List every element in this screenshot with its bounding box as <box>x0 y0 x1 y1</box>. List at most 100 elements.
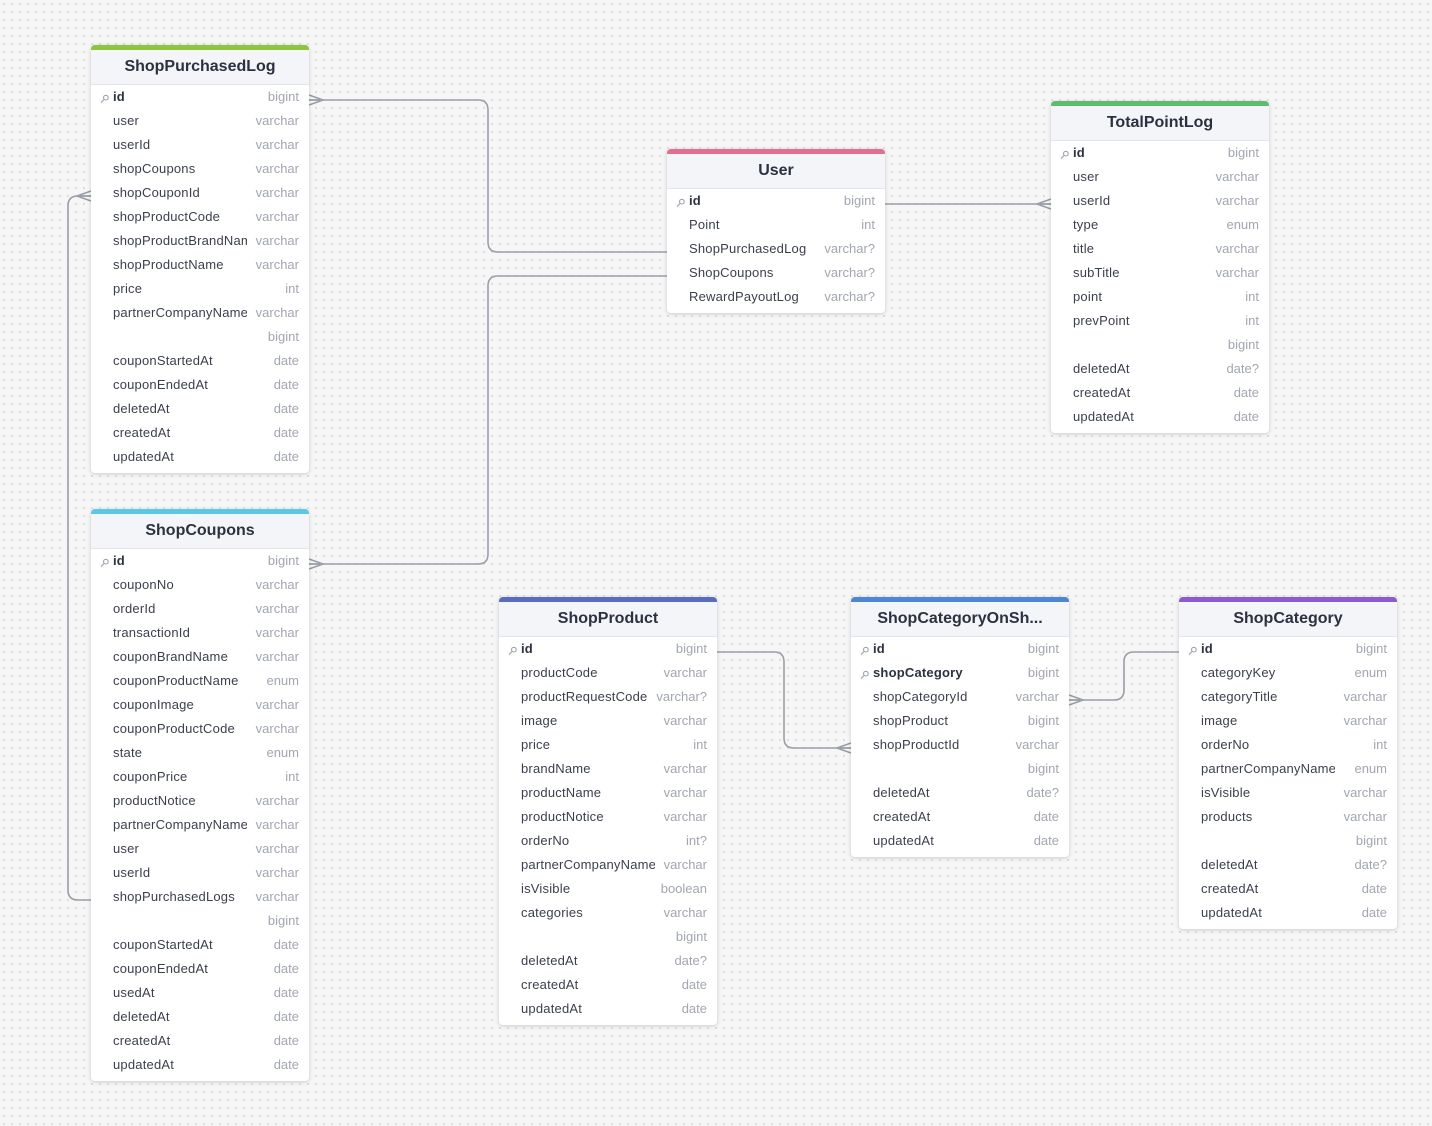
table-header[interactable]: ShopProduct <box>499 602 717 637</box>
field-row[interactable]: bigint <box>1051 333 1269 357</box>
table-header[interactable]: ShopCoupons <box>91 514 309 549</box>
field-row[interactable]: bigint <box>91 909 309 933</box>
field-row[interactable]: bigint <box>499 925 717 949</box>
table-header[interactable]: TotalPointLog <box>1051 106 1269 141</box>
field-row[interactable]: bigint <box>91 325 309 349</box>
table-header[interactable]: ShopCategory <box>1179 602 1397 637</box>
table-header[interactable]: User <box>667 154 885 189</box>
table-header[interactable]: ShopCategoryOnSh... <box>851 602 1069 637</box>
table-header[interactable]: ShopPurchasedLog <box>91 50 309 85</box>
field-row[interactable]: bigint <box>1179 829 1397 853</box>
field-row[interactable]: bigint <box>851 757 1069 781</box>
